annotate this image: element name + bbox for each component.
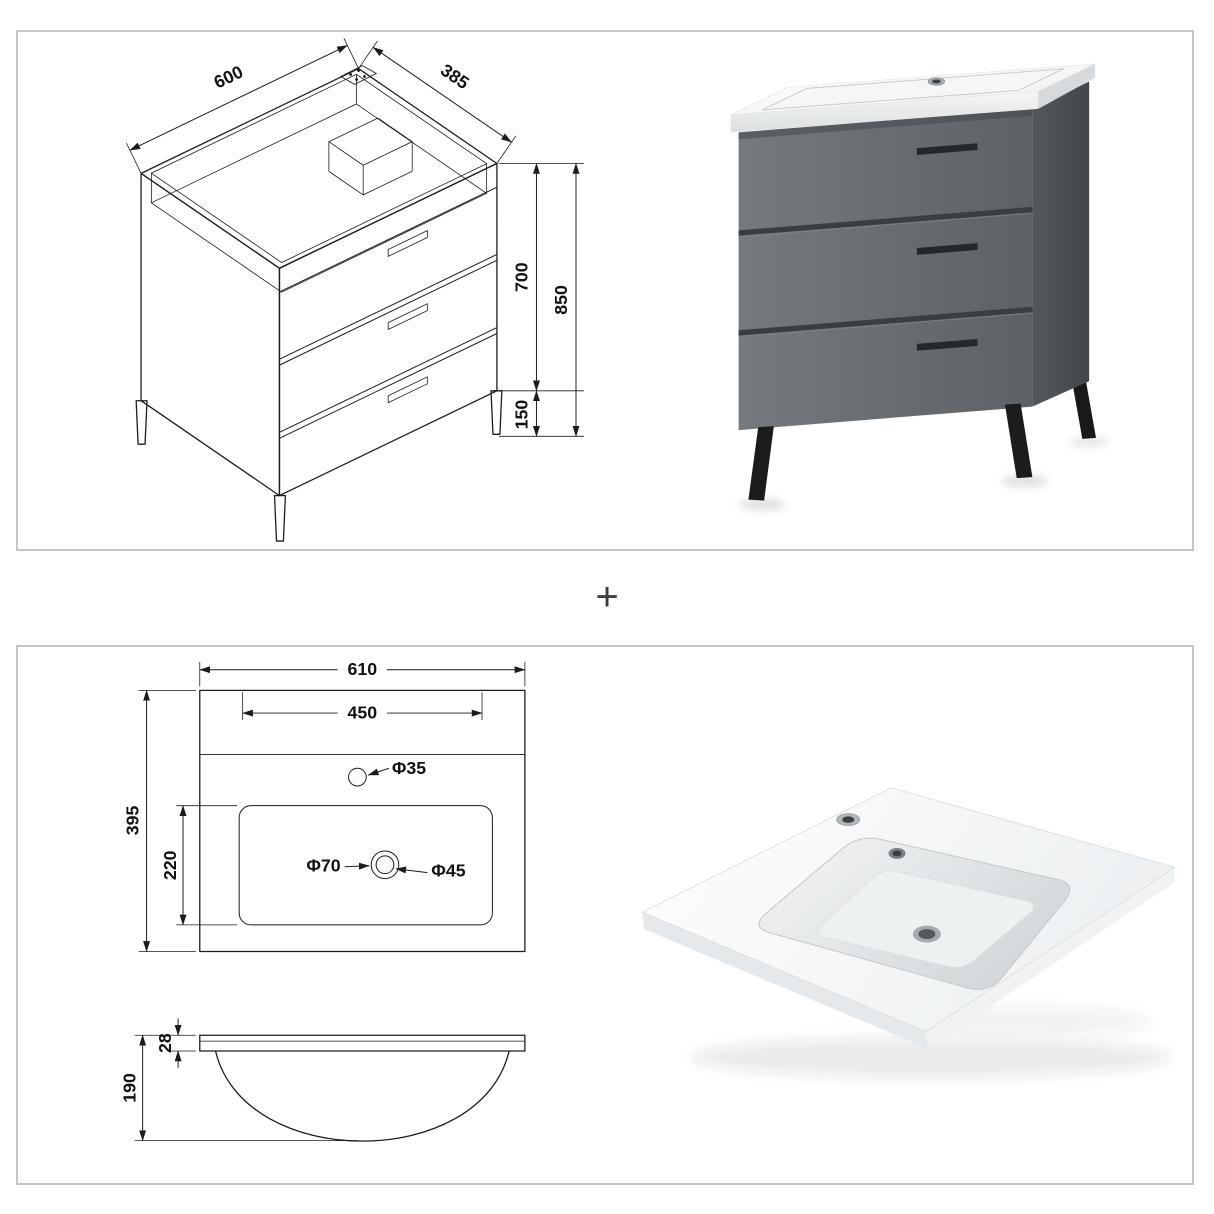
basin-outer-outline bbox=[199, 689, 526, 953]
vanity-photo-shadows bbox=[738, 436, 1109, 511]
basin-left-edge bbox=[642, 912, 928, 1049]
bowl-bottom bbox=[817, 870, 1034, 968]
vanity-front-legs bbox=[748, 403, 1033, 501]
basin-technical-drawing: 610 450 Φ35 Φ70 Φ45 395 bbox=[120, 659, 526, 1142]
dim-cabinet-width: 600 bbox=[211, 62, 247, 93]
vanity-technical-drawing: 600 385 700 150 850 bbox=[126, 38, 584, 542]
vanity-front-panel bbox=[738, 108, 1033, 431]
overflow-hole bbox=[888, 847, 906, 859]
drawer-handles bbox=[387, 229, 428, 404]
dim-cabinet-total-height: 850 bbox=[551, 285, 571, 315]
vanity-product-photo bbox=[730, 63, 1109, 511]
bowl-outline bbox=[238, 805, 493, 926]
vanity-spec-panel: 600 385 700 150 850 bbox=[16, 30, 1194, 551]
dim-rim-thickness: 28 bbox=[155, 1033, 175, 1053]
basin-product-photo bbox=[641, 787, 1176, 1078]
dim-overflow-ring: Φ70 bbox=[306, 856, 340, 876]
basin-spec-panel: 610 450 Φ35 Φ70 Φ45 395 bbox=[16, 645, 1194, 1185]
faucet-hole bbox=[927, 77, 946, 86]
cabinet-dimensions: 600 385 700 150 850 bbox=[126, 38, 584, 437]
vanity-drawer-gaps bbox=[738, 206, 1033, 338]
drawer-fronts bbox=[279, 186, 498, 439]
overflow-ring-outline bbox=[370, 850, 400, 880]
interior-siphon-box bbox=[328, 117, 413, 196]
cabinet-line-drawing bbox=[135, 65, 503, 542]
basin-front-edge bbox=[925, 867, 1175, 1049]
dim-basin-inner-width: 450 bbox=[348, 702, 378, 722]
basin-top-view bbox=[199, 689, 526, 953]
basin-rim-profile bbox=[199, 1034, 526, 1052]
dim-basin-total-height: 190 bbox=[120, 1073, 140, 1103]
vanity-back-leg bbox=[1071, 377, 1097, 439]
drain-hole bbox=[912, 925, 941, 943]
basin-top-view-dimensions: 610 450 Φ35 Φ70 Φ45 395 bbox=[123, 659, 526, 953]
bowl-underside-profile bbox=[214, 1050, 510, 1142]
faucet-hole-outline bbox=[348, 767, 367, 787]
vanity-side-panel bbox=[1032, 81, 1090, 407]
cabinet-legs bbox=[135, 390, 503, 542]
plus-separator: + bbox=[595, 575, 619, 619]
dim-cabinet-leg-height: 150 bbox=[512, 400, 532, 430]
drain-hole-outline bbox=[375, 855, 395, 875]
countertop-side-edge bbox=[1038, 63, 1096, 109]
cabinet-interior-floor bbox=[150, 103, 488, 293]
dim-basin-outer-width: 610 bbox=[348, 659, 378, 679]
dim-faucet-hole: Φ35 bbox=[392, 758, 426, 778]
cabinet-side-face bbox=[140, 172, 281, 497]
basin-side-view-dimensions: 28 190 bbox=[120, 1018, 358, 1142]
dim-cabinet-body-height: 700 bbox=[512, 262, 532, 292]
dim-cabinet-depth: 385 bbox=[437, 60, 473, 93]
under-counter-shadow bbox=[738, 108, 1033, 140]
countertop-front-edge bbox=[730, 91, 1039, 133]
cabinet-inner-rim bbox=[150, 73, 488, 263]
basin-photo-shadow bbox=[691, 1007, 1170, 1078]
cabinet-top-rim bbox=[140, 67, 498, 269]
dim-basin-outer-depth: 395 bbox=[123, 806, 143, 836]
faucet-hole bbox=[836, 813, 861, 826]
vanity-drawer-handles bbox=[916, 143, 978, 351]
dim-drain-hole: Φ45 bbox=[431, 861, 465, 881]
basin-recess-outline bbox=[761, 68, 1065, 111]
dim-bowl-depth: 220 bbox=[160, 850, 180, 880]
basin-side-view bbox=[199, 1034, 526, 1142]
